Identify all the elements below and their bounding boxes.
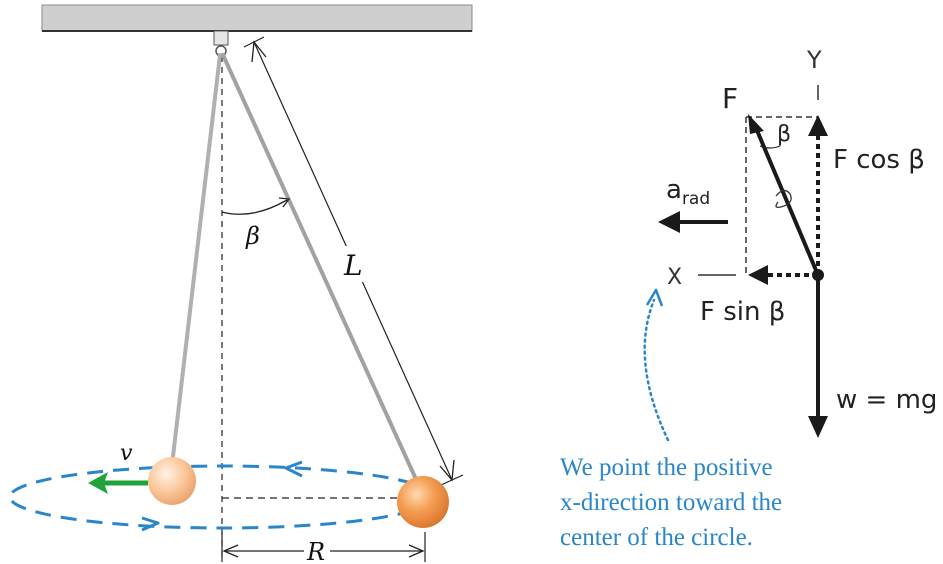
length-label: L	[343, 249, 363, 282]
acceleration-arrowhead	[658, 211, 680, 233]
pendulum-angle-label: β	[245, 222, 260, 250]
note-line-3: center of the circle.	[560, 524, 753, 551]
orbit-arrow-top	[284, 460, 303, 478]
fbd-angle-label: β	[777, 122, 791, 147]
radius-arrow-right	[408, 544, 425, 558]
annotation-pointer	[643, 298, 670, 442]
tension-hatch	[775, 189, 792, 208]
pendulum-bob-far	[148, 457, 196, 505]
length-arrow-bottom	[439, 459, 455, 482]
orbit-arrow-bottom	[141, 516, 160, 532]
velocity-label: v	[120, 441, 133, 466]
tension-arrowhead	[748, 114, 764, 134]
note-line-2: x-direction toward the	[560, 489, 782, 516]
tension-label: F	[722, 82, 738, 115]
fbd-angle-arc	[759, 145, 781, 149]
angle-arc	[221, 199, 288, 215]
tension-vector	[754, 127, 820, 276]
horizontal-component-arrowhead	[748, 265, 768, 285]
weight-label: w = mg	[836, 385, 937, 415]
pendulum-bob	[397, 476, 449, 528]
acceleration-label: arad	[666, 175, 710, 209]
radius-label: R	[306, 538, 325, 564]
pivot-bracket	[213, 30, 229, 46]
horizontal-component-label: F sin β	[700, 297, 785, 327]
note-line-1: We point the positive	[560, 454, 773, 481]
pendulum-rod	[221, 53, 422, 490]
ceiling	[41, 4, 473, 32]
vertical-component-arrowhead	[808, 115, 828, 136]
radius-arrow-left	[222, 544, 239, 558]
x-axis-label: X	[667, 265, 682, 290]
y-axis-label: Y	[806, 46, 822, 74]
length-arrow-top	[251, 40, 267, 63]
pendulum-rod-far	[170, 53, 222, 467]
angle-arc-arrowhead	[278, 197, 291, 208]
pendulum-figure: β L v R	[8, 4, 473, 564]
weight-arrowhead	[808, 416, 828, 438]
free-body-diagram: Y X F β F cos β F sin β w = mg a	[643, 46, 937, 442]
vertical-component-label: F cos β	[833, 145, 925, 175]
annotation-note: We point the positive x-direction toward…	[560, 454, 782, 551]
annotation-pointer-head	[645, 288, 664, 307]
velocity-arrowhead	[88, 472, 108, 494]
